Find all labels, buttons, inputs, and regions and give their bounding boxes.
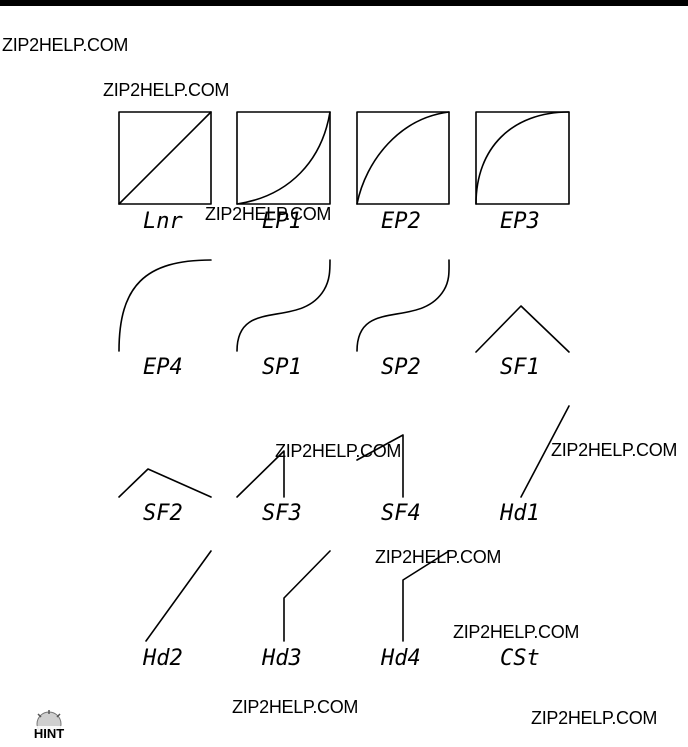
watermark: ZIP2HELP.COM	[453, 622, 580, 642]
curve-code-label: SF1	[500, 355, 540, 380]
curve-code-label: CSt	[500, 646, 540, 671]
curve-code-label: EP4	[143, 355, 183, 380]
curve-hd4-graph	[402, 550, 450, 642]
watermark: ZIP2HELP.COM	[2, 35, 129, 55]
watermark: ZIP2HELP.COM	[275, 441, 402, 461]
curve-code-label: EP2	[381, 209, 421, 234]
curve-code-label: SF2	[143, 501, 183, 526]
curve-code-label: Hd3	[261, 646, 302, 671]
curve-sp2-graph	[356, 259, 450, 352]
curve-code-label: Hd1	[499, 501, 540, 526]
curve-code-label: SF3	[262, 501, 302, 526]
curve-hd2-graph	[145, 550, 212, 642]
curve-code-label: EP3	[500, 209, 540, 234]
curve-ep3-graph	[475, 111, 570, 205]
curve-sf2-graph	[118, 468, 212, 498]
curve-code-label: SP2	[381, 355, 421, 380]
hint-icon: HINT	[27, 710, 71, 741]
curve-hd3-graph	[283, 550, 331, 642]
curve-code-label: SP1	[262, 355, 302, 380]
curve-ep1-graph	[236, 111, 331, 205]
watermark: ZIP2HELP.COM	[551, 440, 678, 460]
curve-sp1-graph	[236, 259, 331, 352]
curve-ep2-graph	[356, 111, 450, 205]
curve-code-label: Hd4	[380, 646, 421, 671]
watermark: ZIP2HELP.COM	[531, 708, 658, 728]
top-rule	[0, 0, 688, 6]
curve-code-label: Hd2	[142, 646, 183, 671]
curve-code-label: Lnr	[143, 209, 183, 234]
curve-lnr-graph	[118, 111, 212, 205]
curve-sf3-graph	[236, 450, 285, 498]
hint-label: HINT	[34, 726, 64, 741]
curve-hd1-graph	[520, 405, 570, 498]
watermark: ZIP2HELP.COM	[103, 80, 230, 100]
curve-code-label: EP1	[262, 209, 302, 234]
watermark: ZIP2HELP.COM	[232, 697, 359, 717]
curve-ep4-graph	[118, 259, 212, 352]
curve-code-label: SF4	[381, 501, 421, 526]
curve-sf1-graph	[475, 305, 570, 353]
curve-sf4-graph	[356, 434, 404, 498]
watermark: ZIP2HELP.COM	[205, 204, 332, 224]
